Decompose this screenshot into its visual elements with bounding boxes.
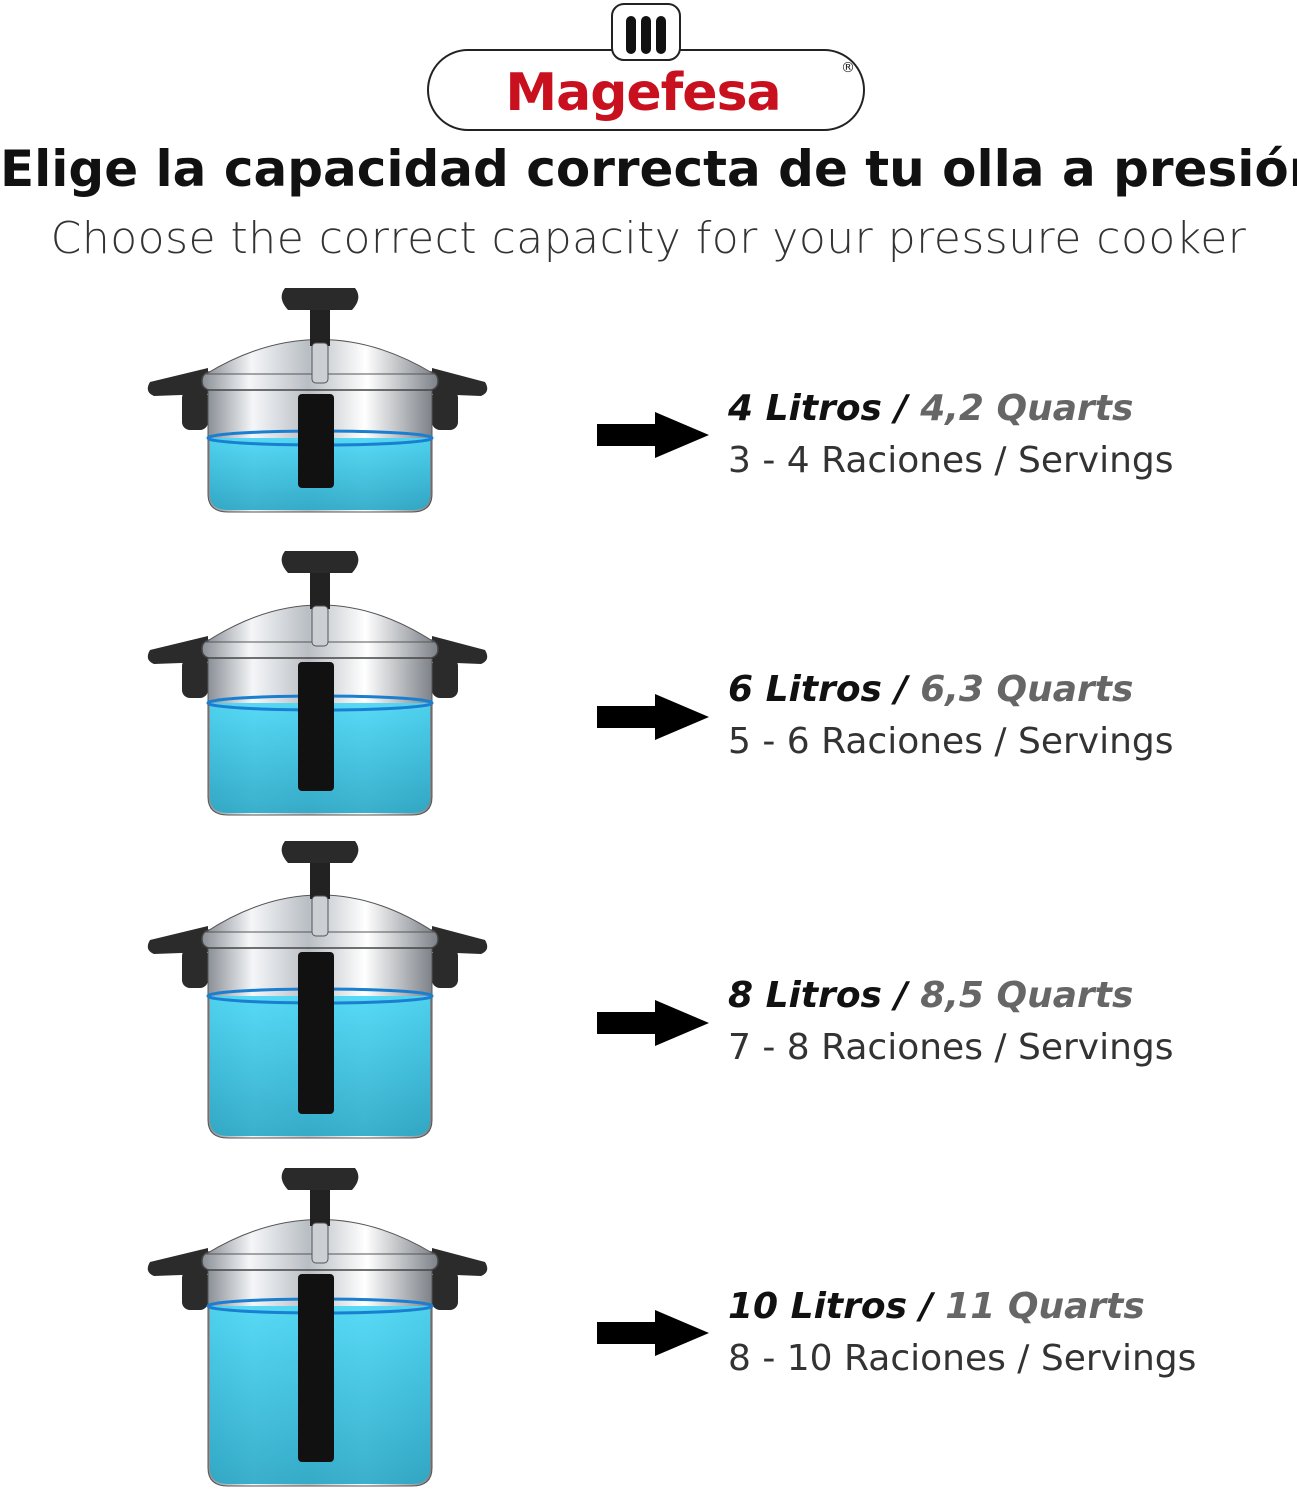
brand-name: Magefesa — [505, 63, 780, 123]
pressure-cooker-icon — [147, 288, 488, 513]
capacity-label: 10 Litros / 11 Quarts — [728, 1286, 1145, 1327]
quarts-value: 8,5 Quarts — [920, 975, 1134, 1016]
capacity-row: 10 Litros / 11 Quarts 8 - 10 Raciones / … — [0, 1160, 1297, 1498]
pressure-cooker-icon — [147, 551, 488, 816]
quarts-value: 4,2 Quarts — [920, 388, 1134, 429]
page-title: Elige la capacidad correcta de tu olla a… — [0, 140, 1297, 198]
servings-label: 5 - 6 Raciones / Servings — [728, 721, 1174, 762]
quarts-value: 6,3 Quarts — [920, 669, 1134, 710]
capacity-row: 4 Litros / 4,2 Quarts 3 - 4 Raciones / S… — [0, 280, 1297, 525]
servings-label: 8 - 10 Raciones / Servings — [728, 1338, 1197, 1379]
capacity-label: 8 Litros / 8,5 Quarts — [728, 975, 1133, 1016]
servings-label: 3 - 4 Raciones / Servings — [728, 440, 1174, 481]
servings-label: 7 - 8 Raciones / Servings — [728, 1027, 1174, 1068]
page-subtitle: Choose the correct capacity for your pre… — [50, 213, 1247, 264]
magefesa-logo: Magefesa ® — [427, 3, 865, 131]
quarts-value: 11 Quarts — [945, 1286, 1145, 1327]
arrow-right-icon — [597, 1310, 709, 1356]
registered-mark: ® — [841, 60, 855, 76]
arrow-right-icon — [597, 694, 709, 740]
litros-value: 4 Litros / — [728, 388, 921, 429]
capacity-row: 8 Litros / 8,5 Quarts 7 - 8 Raciones / S… — [0, 833, 1297, 1153]
litros-value: 6 Litros / — [728, 669, 921, 710]
arrow-right-icon — [597, 1000, 709, 1046]
pressure-cooker-icon — [147, 841, 488, 1139]
capacity-label: 6 Litros / 6,3 Quarts — [728, 669, 1133, 710]
litros-value: 8 Litros / — [728, 975, 921, 1016]
arrow-right-icon — [597, 412, 709, 458]
capacity-label: 4 Litros / 4,2 Quarts — [728, 388, 1133, 429]
capacity-row: 6 Litros / 6,3 Quarts 5 - 6 Raciones / S… — [0, 543, 1297, 828]
pressure-cooker-icon — [147, 1168, 488, 1487]
litros-value: 10 Litros / — [728, 1286, 946, 1327]
